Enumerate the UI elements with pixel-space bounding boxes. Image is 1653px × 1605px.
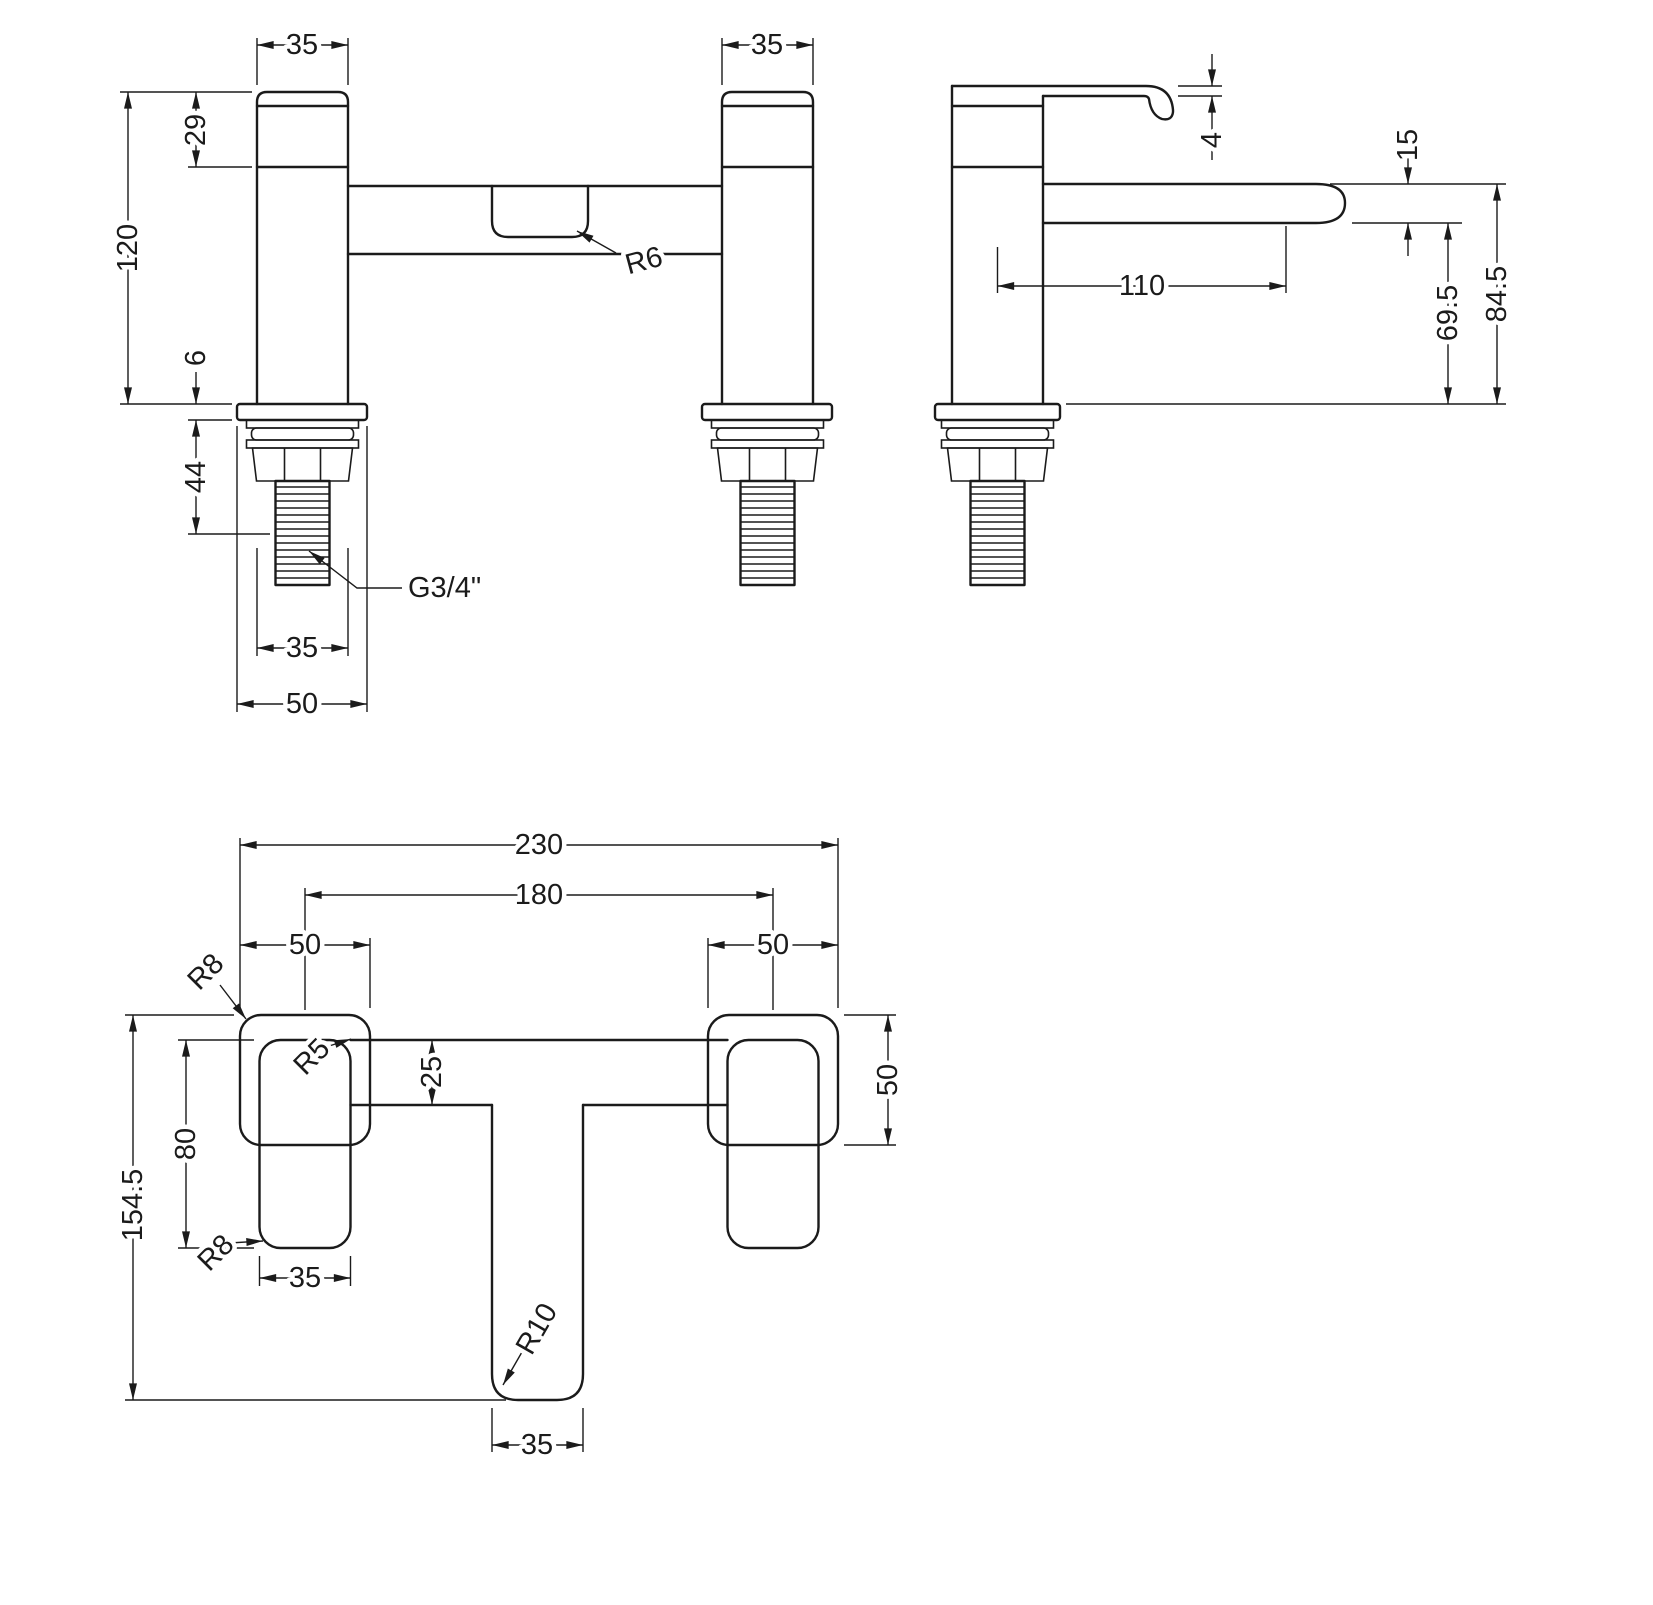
front-left-pillar — [255, 90, 350, 406]
dim-label: 35 — [751, 29, 783, 61]
dim-plan-corner-radius-bottom: R8 — [187, 1224, 264, 1282]
dim-side-spout-clearance: 69.5 — [1428, 223, 1469, 404]
dim-plan-spout-radius: R10 — [502, 1293, 569, 1386]
front-bridge — [346, 184, 724, 256]
dim-front-shank-length: 44 — [176, 420, 270, 535]
dim-front-body-height: 120 — [108, 92, 232, 405]
dim-plan-spout-width: 35 — [491, 1408, 584, 1466]
side-view-dimensions: 4 15 110 69.5 84.5 — [996, 54, 1518, 405]
side-spout — [1041, 182, 1347, 225]
dim-label: 84.5 — [1481, 266, 1513, 322]
dim-plan-base-width-left: 50 — [239, 925, 371, 1008]
front-right-pillar — [720, 90, 815, 406]
plan-bridge — [349, 1038, 729, 1107]
dim-label: 50 — [289, 929, 321, 961]
dim-side-spout-reach: 110 — [996, 226, 1287, 307]
side-pillar — [950, 84, 1045, 406]
dim-plan-bridge-depth: 25 — [412, 1039, 453, 1106]
dim-front-thread-spec: G3/4" — [308, 550, 486, 609]
dim-front-pillar-width-left: 35 — [256, 25, 349, 85]
front-bridge-recess — [490, 184, 590, 239]
dim-plan-base-depth: 50 — [844, 1014, 909, 1146]
dim-label: 230 — [515, 829, 563, 861]
front-right-baseplate — [700, 402, 834, 422]
dim-plan-overall-width: 230 — [239, 825, 839, 1008]
dim-plan-corner-radius-top: R8 — [177, 943, 247, 1020]
plan-left-baseplate — [238, 1013, 372, 1147]
dim-label: R10 — [510, 1298, 564, 1360]
dim-front-handle-height: 29 — [120, 91, 252, 168]
dim-label: 50 — [872, 1064, 904, 1096]
plan-view — [238, 1013, 840, 1402]
dim-front-deck-thickness: 6 — [176, 345, 232, 421]
dim-label: 110 — [1119, 270, 1165, 302]
dim-plan-body-width: 35 — [258, 1256, 352, 1299]
dim-label: 35 — [289, 1262, 321, 1294]
dim-label: 154.5 — [117, 1169, 149, 1242]
dim-label: G3/4" — [408, 572, 481, 604]
dim-label: 44 — [180, 461, 212, 493]
front-view — [235, 90, 834, 587]
dim-label: 180 — [515, 879, 563, 911]
plan-right-body — [726, 1038, 820, 1250]
dim-label: 35 — [286, 29, 318, 61]
plan-right-baseplate — [706, 1013, 840, 1147]
dim-side-lever-thickness: 4 — [1178, 54, 1233, 160]
dim-label: 4 — [1196, 132, 1228, 148]
dim-label: 69.5 — [1432, 285, 1464, 341]
front-view-dimensions: 35 35 29 120 6 44 G3/4" — [108, 25, 814, 725]
dim-plan-hole-centres: 180 — [304, 875, 774, 1010]
dim-plan-base-width-right: 50 — [707, 925, 838, 1008]
dim-label: R6 — [622, 241, 666, 282]
dim-label: 29 — [180, 114, 212, 146]
dim-label: 35 — [521, 1429, 553, 1461]
dim-label: 35 — [286, 632, 318, 664]
dim-label: 80 — [170, 1128, 202, 1160]
dim-label: 50 — [757, 929, 789, 961]
dim-front-body-width: 35 — [256, 548, 349, 669]
dim-label: 6 — [180, 350, 212, 366]
dim-plan-body-length: 80 — [166, 1039, 254, 1249]
dim-side-overall-height: 84.5 — [1066, 184, 1518, 405]
dim-label: 50 — [286, 688, 318, 720]
plan-left-body — [258, 1038, 352, 1250]
dim-label: 25 — [416, 1056, 448, 1088]
dim-label: 120 — [112, 224, 144, 272]
plan-spout — [490, 1103, 585, 1402]
side-lever — [950, 84, 1175, 121]
front-left-baseplate — [235, 402, 369, 422]
dim-label: 15 — [1392, 129, 1424, 161]
dim-front-base-width: 50 — [236, 426, 368, 725]
dim-plan-overall-depth: 154.5 — [113, 1014, 506, 1401]
dim-front-pillar-width-right: 35 — [721, 25, 814, 85]
dim-side-spout-thickness: 15 — [1330, 124, 1506, 256]
dim-label: R8 — [192, 1229, 241, 1278]
side-view — [933, 84, 1347, 587]
dim-front-recess-radius: R6 — [576, 230, 671, 286]
side-baseplate — [933, 402, 1062, 422]
